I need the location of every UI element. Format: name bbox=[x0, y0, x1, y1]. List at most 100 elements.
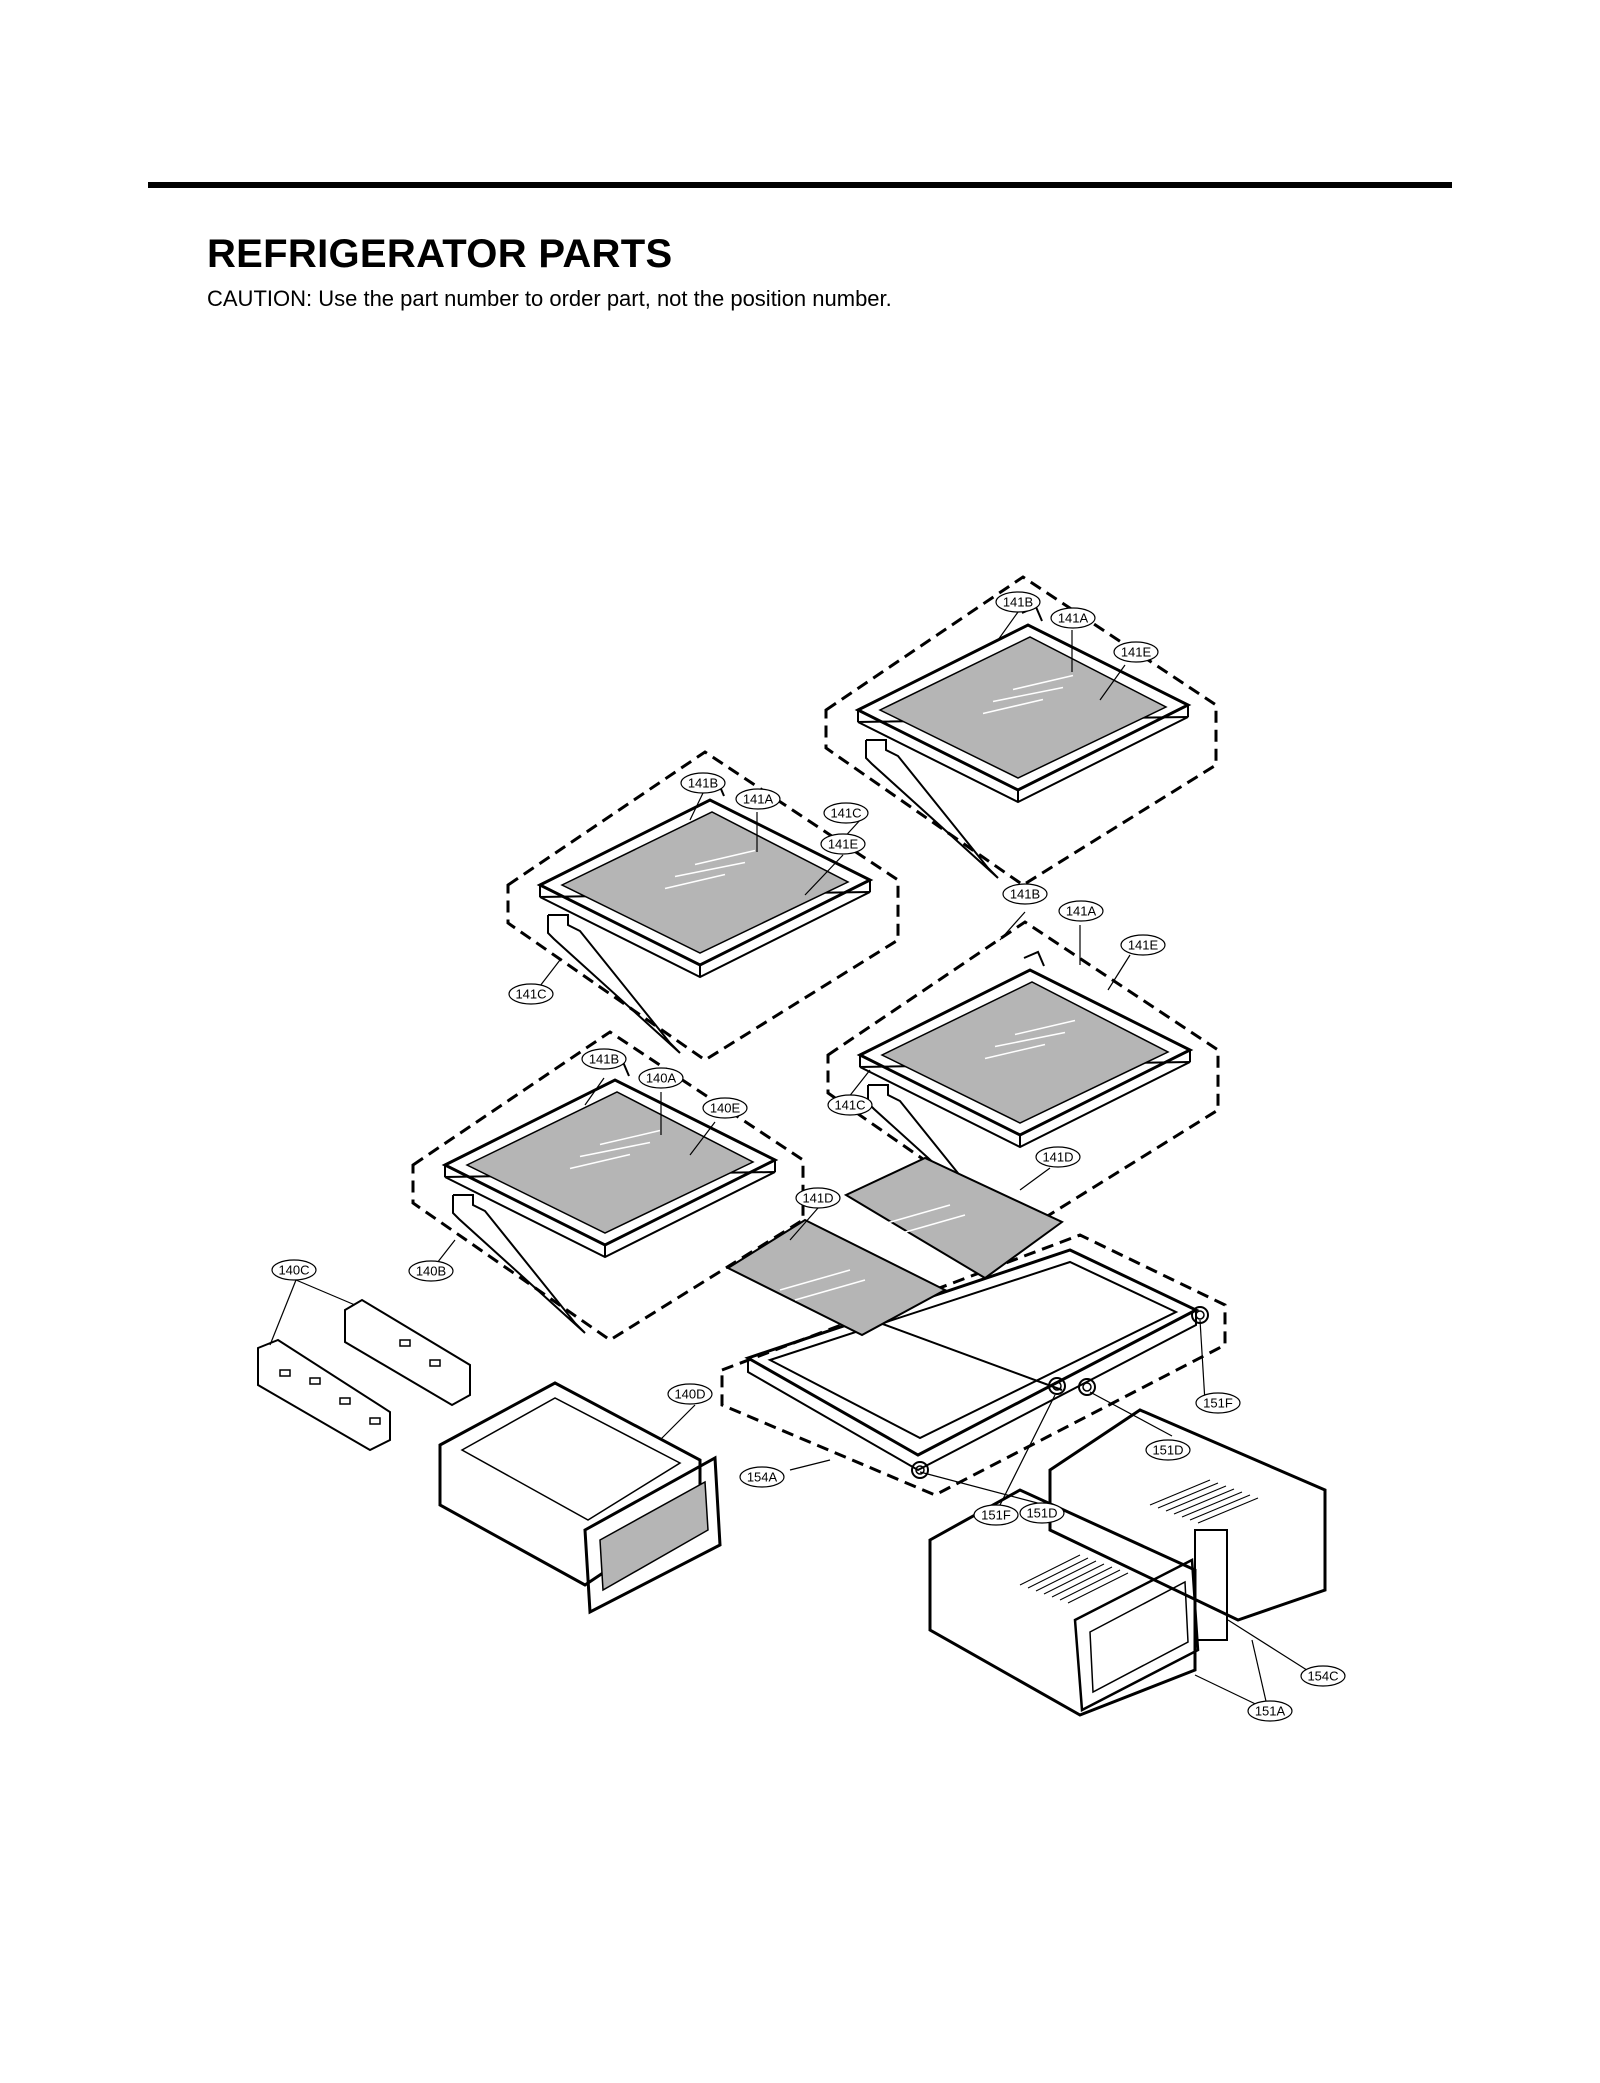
shelf-upper-left bbox=[506, 750, 900, 1062]
glass-glare bbox=[992, 686, 1064, 703]
callout-bubble bbox=[1120, 934, 1166, 956]
glass-glare bbox=[779, 1269, 851, 1291]
drawer-front bbox=[583, 1455, 722, 1615]
glass-glare bbox=[694, 849, 756, 866]
callout-label: 141E bbox=[1121, 645, 1152, 660]
glass-glare bbox=[879, 1204, 951, 1226]
caution-note: CAUTION: Use the part number to order pa… bbox=[207, 286, 892, 311]
leader-line bbox=[1199, 1319, 1206, 1403]
callout-140A: 140A bbox=[638, 1067, 684, 1089]
callout-141A: 141A bbox=[1058, 900, 1104, 922]
callout-bubble bbox=[1002, 883, 1048, 905]
callout-bubble bbox=[1019, 1502, 1065, 1524]
callout-label: 140A bbox=[646, 1071, 677, 1086]
callout-140B: 140B bbox=[408, 1260, 454, 1282]
rail-left bbox=[257, 1338, 391, 1452]
callout-bubble bbox=[1050, 607, 1096, 629]
callout-141A: 141A bbox=[735, 788, 781, 810]
callout-label: 154C bbox=[1307, 1669, 1338, 1684]
callout-151F: 151F bbox=[1195, 1392, 1241, 1414]
callout-141E: 141E bbox=[820, 833, 866, 855]
shelf-group-outline bbox=[824, 575, 1218, 887]
callout-label: 140E bbox=[710, 1101, 741, 1116]
leader-line bbox=[539, 959, 561, 987]
drawer-ribs bbox=[1181, 1491, 1243, 1518]
rail-slot bbox=[369, 1417, 381, 1425]
shelf-group-outline bbox=[826, 920, 1220, 1232]
drawer-ribs bbox=[1165, 1485, 1227, 1512]
leader-line bbox=[689, 792, 704, 821]
callout-bubble bbox=[820, 833, 866, 855]
callout-bubble bbox=[508, 983, 554, 1005]
crisper-drawer-rear bbox=[1048, 1408, 1327, 1622]
callout-141C: 141C bbox=[827, 1094, 873, 1116]
callout-label: 141D bbox=[802, 1191, 833, 1206]
leader-line bbox=[1089, 1391, 1173, 1437]
callout-141B: 141B bbox=[995, 591, 1041, 613]
callout-140C: 140C bbox=[271, 1259, 317, 1281]
glass-glare bbox=[894, 1214, 966, 1236]
leader-line bbox=[999, 1394, 1056, 1506]
leader-line bbox=[847, 1069, 871, 1099]
glass-glare bbox=[984, 1043, 1046, 1060]
callout-bubble bbox=[739, 1466, 785, 1488]
callout-bubble bbox=[667, 1383, 713, 1405]
shelf-group-outline bbox=[411, 1030, 805, 1342]
callout-141E: 141E bbox=[1113, 641, 1159, 663]
page-title: REFRIGERATOR PARTS bbox=[207, 232, 673, 276]
glass-glare bbox=[579, 1141, 651, 1158]
callout-bubble bbox=[1113, 641, 1159, 663]
callout-label: 154A bbox=[747, 1470, 778, 1485]
callout-141D: 141D bbox=[1035, 1146, 1081, 1168]
drawer-ribs bbox=[1197, 1497, 1259, 1524]
callout-bubble bbox=[1247, 1700, 1293, 1722]
leader-line bbox=[269, 1279, 297, 1346]
callout-label: 141C bbox=[515, 987, 546, 1002]
roller bbox=[1048, 1377, 1066, 1395]
shelf-glass bbox=[878, 636, 1168, 779]
roller bbox=[1052, 1381, 1062, 1391]
callout-bubble bbox=[827, 1094, 873, 1116]
leader-line bbox=[1107, 954, 1131, 991]
drawer-rim bbox=[460, 1397, 682, 1521]
callout-label: 141B bbox=[589, 1052, 619, 1067]
leader-line bbox=[1227, 1619, 1311, 1673]
crisper-cover-inner bbox=[767, 1260, 1179, 1440]
rail-slot bbox=[399, 1339, 411, 1347]
shelf-lower-left bbox=[411, 1030, 805, 1342]
crisper-cover-assembly bbox=[720, 1156, 1227, 1497]
deli-drawer-rails bbox=[257, 1298, 471, 1452]
crisper-glass-panel bbox=[725, 1218, 948, 1337]
drawer-ribs bbox=[1149, 1479, 1211, 1506]
leader-line bbox=[1099, 664, 1126, 701]
callout-141B: 141B bbox=[1002, 883, 1048, 905]
callout-bubble bbox=[735, 788, 781, 810]
glass-glare bbox=[794, 1279, 866, 1301]
drawer-ribs bbox=[1067, 1572, 1129, 1604]
callout-label: 141C bbox=[830, 806, 861, 821]
callout-141B: 141B bbox=[680, 772, 726, 794]
callout-151D: 151D bbox=[1019, 1502, 1065, 1524]
leader-line bbox=[789, 1207, 819, 1241]
glass-glare bbox=[664, 873, 726, 890]
rail-slot bbox=[279, 1369, 291, 1377]
crisper-front-window bbox=[1089, 1580, 1189, 1694]
leader-line bbox=[659, 1404, 696, 1441]
callout-141E: 141E bbox=[1120, 934, 1166, 956]
leader-line bbox=[584, 1077, 605, 1106]
leader-line bbox=[1251, 1639, 1269, 1711]
callout-label: 151D bbox=[1026, 1506, 1057, 1521]
rail-right bbox=[344, 1298, 471, 1407]
glass-glare bbox=[982, 698, 1044, 715]
deli-drawer bbox=[438, 1381, 722, 1615]
callout-154C: 154C bbox=[1300, 1665, 1346, 1687]
leader-line bbox=[1019, 1167, 1051, 1191]
callout-bubble bbox=[581, 1048, 627, 1070]
callout-label: 151F bbox=[1203, 1396, 1233, 1411]
callout-bubble bbox=[795, 1187, 841, 1209]
roller bbox=[1078, 1378, 1096, 1396]
callout-151F: 151F bbox=[973, 1504, 1019, 1526]
callout-label: 141B bbox=[688, 776, 718, 791]
callout-141C: 141C bbox=[508, 983, 554, 1005]
callout-bubble bbox=[995, 591, 1041, 613]
